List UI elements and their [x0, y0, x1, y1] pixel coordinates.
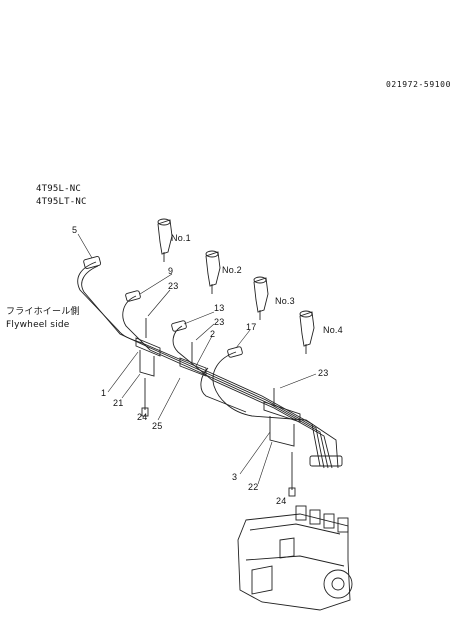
callout-number: 25 [152, 421, 163, 431]
pipe-fittings [83, 256, 343, 467]
flywheel-side-label-jp: フライホイール側 [6, 307, 80, 317]
injector-no4 [299, 310, 315, 354]
injection-pump [237, 505, 353, 611]
model-label-2: 4T95LT-NC [36, 197, 87, 207]
callout-number: 23 [168, 281, 179, 291]
flywheel-side-label-en: Flywheel side [6, 320, 70, 330]
callout-number: 23 [318, 368, 329, 378]
leader-lines [77, 233, 317, 485]
injector-no3 [253, 276, 269, 320]
callout-number: 9 [168, 266, 174, 276]
pipe-clamps [135, 318, 301, 497]
model-label-1: 4T95L-NC [36, 184, 81, 194]
callout-number: 22 [248, 482, 259, 492]
callout-number: 13 [214, 303, 225, 313]
injector-no1 [157, 218, 173, 262]
injector-no2 [205, 250, 221, 294]
callout-number: 23 [214, 317, 225, 327]
fuel-pipe-bundle [77, 261, 339, 469]
document-code: 021972-59100 [386, 80, 450, 89]
injector-label: No.1 [171, 233, 191, 243]
callout-number: 21 [113, 398, 124, 408]
callout-number: 3 [232, 472, 238, 482]
callout-number: 24 [276, 496, 287, 506]
callout-number: 5 [72, 225, 78, 235]
injector-label: No.4 [323, 325, 343, 335]
callout-number: 2 [210, 329, 216, 339]
callout-number: 24 [137, 412, 148, 422]
callout-number: 17 [246, 322, 257, 332]
injector-label: No.2 [222, 265, 242, 275]
injector-label: No.3 [275, 296, 295, 306]
callout-number: 1 [101, 388, 107, 398]
